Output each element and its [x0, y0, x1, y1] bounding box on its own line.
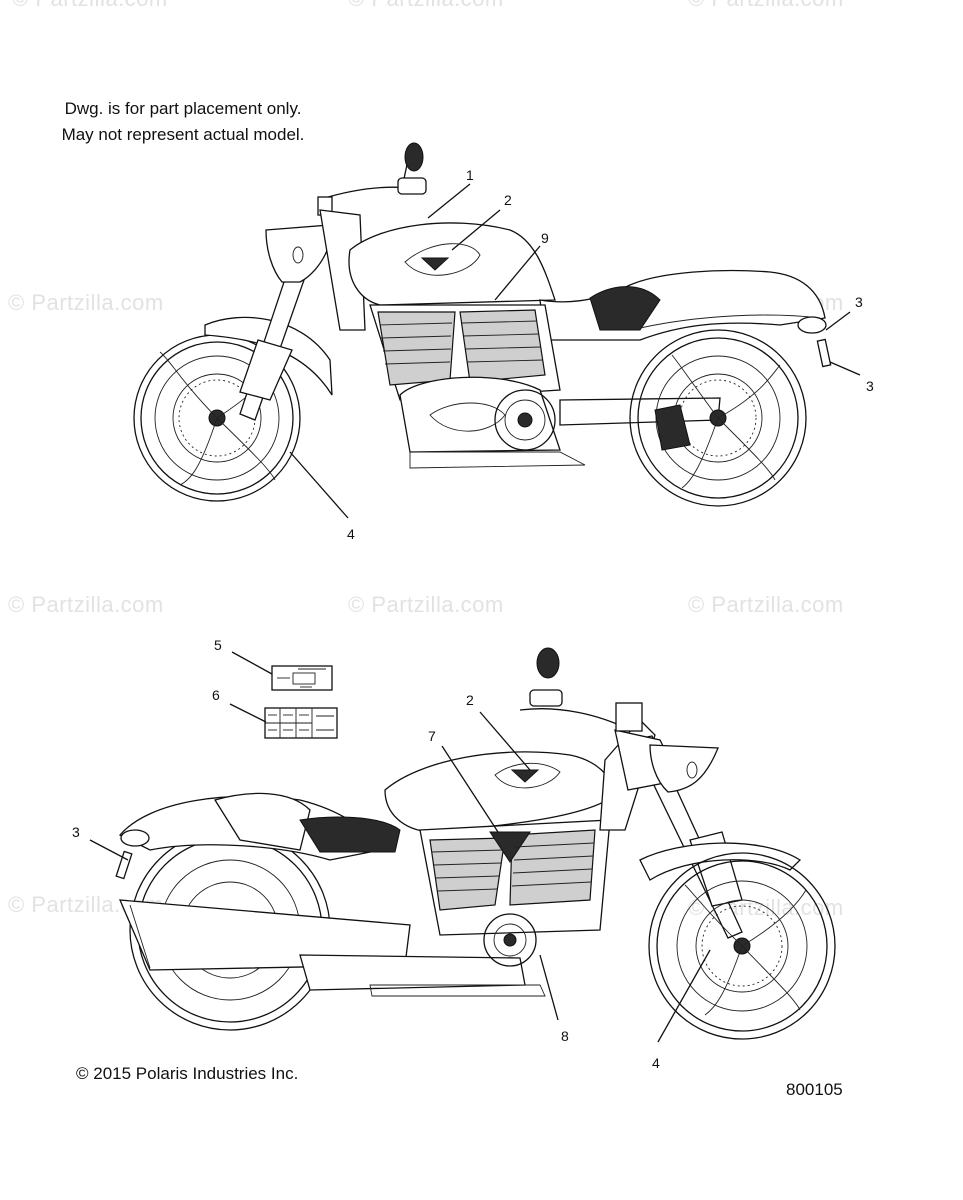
front-wheel	[648, 852, 836, 1040]
callout-6: 6	[212, 687, 220, 703]
rear-wheel	[629, 329, 807, 507]
callout-2: 2	[504, 192, 512, 208]
watermark: © Partzilla.com	[688, 0, 844, 12]
engine	[369, 819, 611, 997]
watermark: © Partzilla.com	[8, 290, 164, 315]
copyright-notice: © 2015 Polaris Industries Inc.	[76, 1064, 299, 1083]
fuel-tank	[348, 222, 556, 306]
note-line-1: Dwg. is for part placement only.	[64, 99, 302, 118]
fuel-tank	[384, 751, 616, 833]
callout-3: 3	[866, 378, 874, 394]
callout-5: 5	[214, 637, 222, 653]
engine	[369, 304, 586, 469]
callout-7: 7	[428, 728, 436, 744]
callout-1: 1	[466, 167, 474, 183]
callout-2: 2	[466, 692, 474, 708]
note-line-2: May not represent actual model.	[61, 125, 305, 144]
drawing-number: 800105	[786, 1080, 843, 1099]
motorcycle-side-view-left: 1 2 9 3 3 4	[133, 142, 874, 542]
callout-9: 9	[541, 230, 549, 246]
placement-note: Dwg. is for part placement only. May not…	[40, 96, 326, 148]
callout-3: 3	[72, 824, 80, 840]
motorcycle-side-view-right: 2 7 3 8 4	[72, 647, 836, 1071]
callout-4: 4	[347, 526, 355, 542]
callout-3: 3	[855, 294, 863, 310]
decal-label-6	[264, 707, 338, 739]
watermark: © Partzilla.com	[348, 0, 504, 12]
callout-8: 8	[561, 1028, 569, 1044]
decal-label-5	[271, 665, 333, 691]
watermark: © Partzilla.com	[8, 592, 164, 617]
watermark: © Partzilla.com	[12, 0, 168, 12]
callout-4: 4	[652, 1055, 660, 1071]
watermark: © Partzilla.com	[688, 592, 844, 617]
watermark: © Partzilla.com	[348, 592, 504, 617]
